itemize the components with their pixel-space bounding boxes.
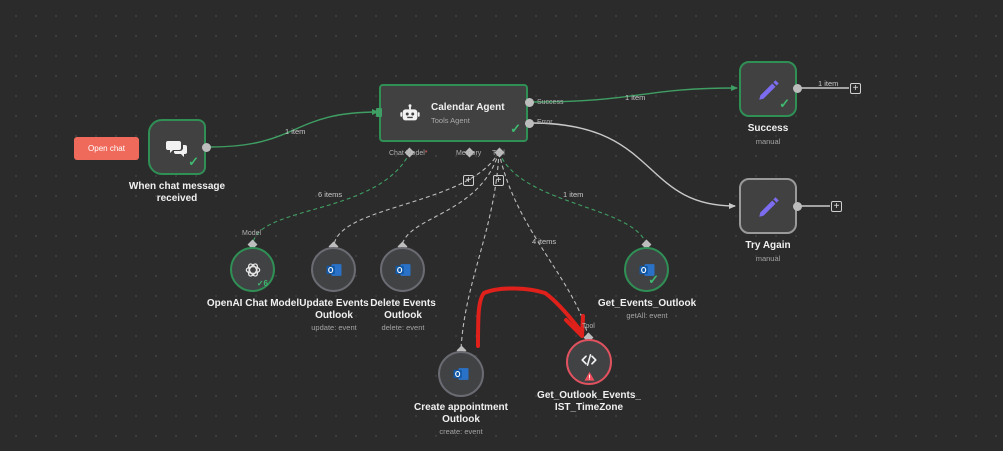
trigger-node-title: When chat message received (128, 181, 226, 204)
wire-label-success-out: 1 item (818, 79, 839, 88)
agent-subtitle: Tools Agent (431, 116, 470, 125)
success-node-subtitle: manual (755, 137, 781, 146)
robot-icon (400, 104, 420, 121)
get-events-outlook-node[interactable]: ✓ (624, 247, 669, 292)
create-appointment-node[interactable] (438, 351, 484, 397)
tool-port-label: Tool (582, 323, 595, 330)
try-again-add-button[interactable]: + (831, 201, 842, 212)
success-check-icon: ✓ (188, 154, 199, 169)
success-output-port[interactable] (793, 84, 802, 93)
chat-bubbles-icon (166, 141, 187, 157)
wire-label-model: 6 items (318, 190, 343, 199)
openai-node-title: OpenAI Chat Model (206, 298, 300, 309)
agent-error-port[interactable] (525, 119, 534, 128)
update-events-title: Update Events Outlook (299, 298, 369, 321)
success-check-icon: ✓ (779, 96, 790, 111)
success-check-icon: ✓ (648, 272, 659, 287)
success-node[interactable]: ✓ (739, 61, 797, 117)
success-check-icon: ✓ (510, 121, 521, 136)
outlook-icon (639, 264, 655, 276)
wire-label-success: 1 item (625, 93, 646, 102)
error-output-label: Error (537, 119, 553, 126)
update-events-node[interactable] (311, 247, 356, 292)
calendar-agent-node[interactable]: Calendar Agent Tools Agent ✓ (379, 84, 528, 142)
try-again-output-port[interactable] (793, 202, 802, 211)
try-again-node[interactable] (739, 178, 797, 234)
red-annotation-arrow (476, 286, 582, 348)
wire-label-getevents: 1 item (563, 190, 584, 199)
success-add-button[interactable]: + (850, 83, 861, 94)
wire-label-trigger: 1 item (285, 127, 306, 136)
get-events-title: Get_Events_Outlook (597, 298, 697, 309)
delete-events-node[interactable] (380, 247, 425, 292)
create-appointment-subtitle: create: event (439, 427, 483, 436)
delete-events-title: Delete Events Outlook (370, 298, 436, 321)
wire-tool-update (333, 151, 500, 246)
success-output-label: Success (537, 99, 564, 106)
open-chat-button[interactable]: Open chat (74, 137, 139, 160)
agent-success-port[interactable] (525, 98, 534, 107)
tool-label: Tool (492, 150, 505, 157)
outlook-icon (326, 264, 342, 276)
model-port-label: Model (242, 230, 262, 237)
trigger-output-port[interactable] (202, 143, 211, 152)
add-memory-button[interactable]: + (463, 175, 474, 186)
update-events-subtitle: update: event (311, 323, 357, 332)
openai-badge: ✓6 (256, 279, 268, 288)
get-outlook-tz-title: Get_Outlook_Events_ IST_TimeZone (537, 390, 641, 413)
agent-title: Calendar Agent (431, 102, 505, 113)
try-again-node-subtitle: manual (755, 254, 781, 263)
code-icon (581, 354, 597, 366)
try-again-node-title: Try Again (745, 240, 791, 251)
create-appointment-title: Create appointment Outlook (414, 402, 508, 425)
memory-label: Memory (456, 150, 482, 157)
outlook-icon (395, 264, 411, 276)
outlook-icon (453, 368, 469, 380)
get-events-subtitle: getAll: event (626, 311, 668, 320)
success-node-title: Success (747, 123, 789, 134)
wire-tool-delete (401, 151, 500, 246)
get-outlook-events-tz-node[interactable] (566, 339, 612, 385)
delete-events-subtitle: delete: event (381, 323, 425, 332)
warning-triangle-icon (584, 371, 595, 381)
openai-icon (245, 263, 261, 277)
add-tool-button[interactable]: + (493, 175, 504, 186)
chat-model-label: Chat Model* (389, 150, 428, 157)
agent-input-port[interactable] (376, 108, 382, 117)
trigger-node[interactable]: ✓ (148, 119, 206, 175)
pencil-icon (759, 80, 779, 100)
wire-label-tools: 4 items (532, 237, 557, 246)
openai-chat-model-node[interactable]: ✓6 (230, 247, 275, 292)
pencil-icon (759, 197, 779, 217)
